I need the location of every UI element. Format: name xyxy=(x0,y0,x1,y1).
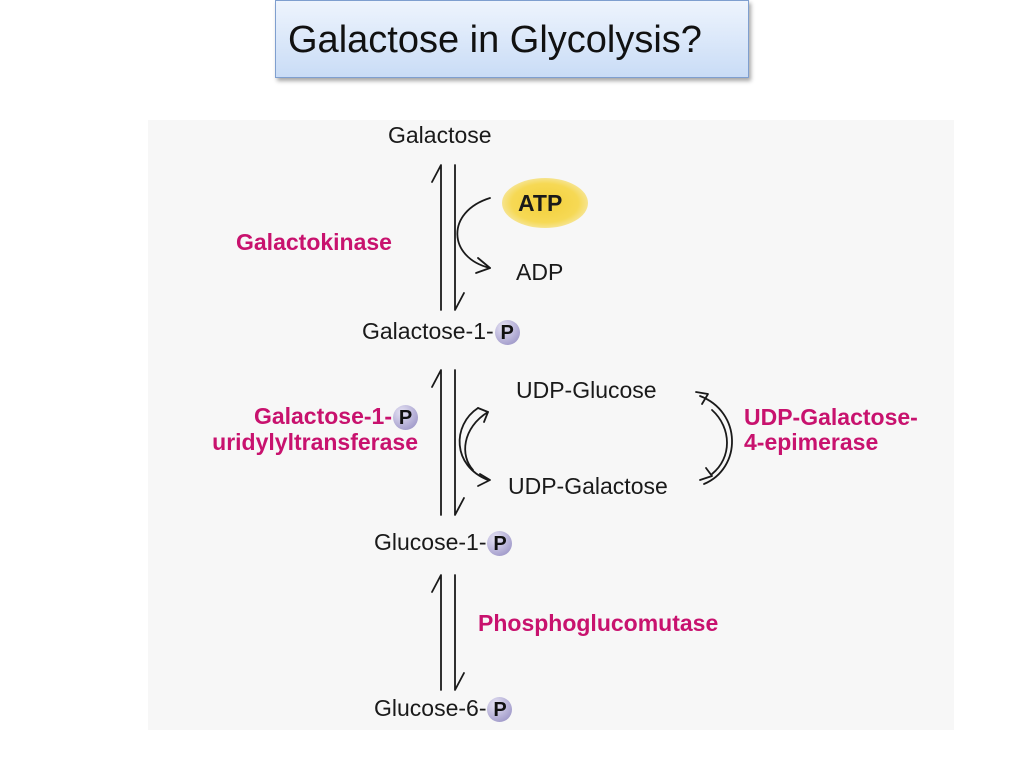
equilibrium-arrow-down-1 xyxy=(454,164,465,311)
atp-highlight xyxy=(502,178,588,228)
equilibrium-arrow-up-3 xyxy=(431,574,442,691)
metabolite-adp: ADP xyxy=(516,259,564,285)
enzyme-epimerase: UDP-Galactose- 4-epimerase xyxy=(744,404,918,456)
metabolite-glucose-6-phosphate: Glucose-6-P xyxy=(374,695,513,723)
metabolite-udp-galactose: UDP-Galactose xyxy=(508,473,668,499)
metabolite-udp-glucose: UDP-Glucose xyxy=(516,377,657,403)
epimerase-arrow-outer xyxy=(699,395,733,485)
metabolite-galactose: Galactose xyxy=(388,122,492,148)
phosphate-icon: P xyxy=(487,531,513,557)
glucose-1-phosphate-text: Glucose-1- xyxy=(374,529,487,555)
epimerase-line-2: 4-epimerase xyxy=(744,429,879,456)
equilibrium-arrow-down-2 xyxy=(454,369,465,516)
enzyme-galactokinase: Galactokinase xyxy=(236,229,392,255)
uridylyltransferase-line-1: Galactose-1-P xyxy=(172,403,418,431)
epimerase-arrow-inner xyxy=(711,409,728,475)
transferase-arrow-inner xyxy=(464,411,489,471)
slide-title-box: Galactose in Glycolysis? xyxy=(275,0,749,78)
phosphate-icon: P xyxy=(393,405,418,431)
slide-title: Galactose in Glycolysis? xyxy=(288,19,702,61)
phosphate-icon: P xyxy=(494,320,520,346)
transferase-arrow-outer xyxy=(458,407,489,481)
metabolite-glucose-1-phosphate: Glucose-1-P xyxy=(374,529,513,557)
equilibrium-arrow-down-3 xyxy=(454,574,465,691)
metabolite-galactose-1-phosphate: Galactose-1-P xyxy=(362,318,520,346)
galactose-1-phosphate-text: Galactose-1- xyxy=(362,318,494,344)
enzyme-phosphoglucomutase: Phosphoglucomutase xyxy=(478,610,719,636)
uridylyltransferase-line-2: uridylyltransferase xyxy=(212,429,418,456)
glucose-6-phosphate-text: Glucose-6- xyxy=(374,695,487,721)
metabolite-atp: ATP xyxy=(518,190,563,216)
epimerase-line-1: UDP-Galactose- xyxy=(744,404,918,430)
atp-to-adp-arrow xyxy=(456,197,491,269)
equilibrium-arrow-up-1 xyxy=(431,164,442,311)
equilibrium-arrow-up-2 xyxy=(431,369,442,516)
enzyme-uridylyltransferase: Galactose-1-P uridylyltransferase xyxy=(172,403,418,456)
phosphate-icon: P xyxy=(487,697,513,723)
uridylyltransferase-line-1-text: Galactose-1- xyxy=(253,403,392,429)
